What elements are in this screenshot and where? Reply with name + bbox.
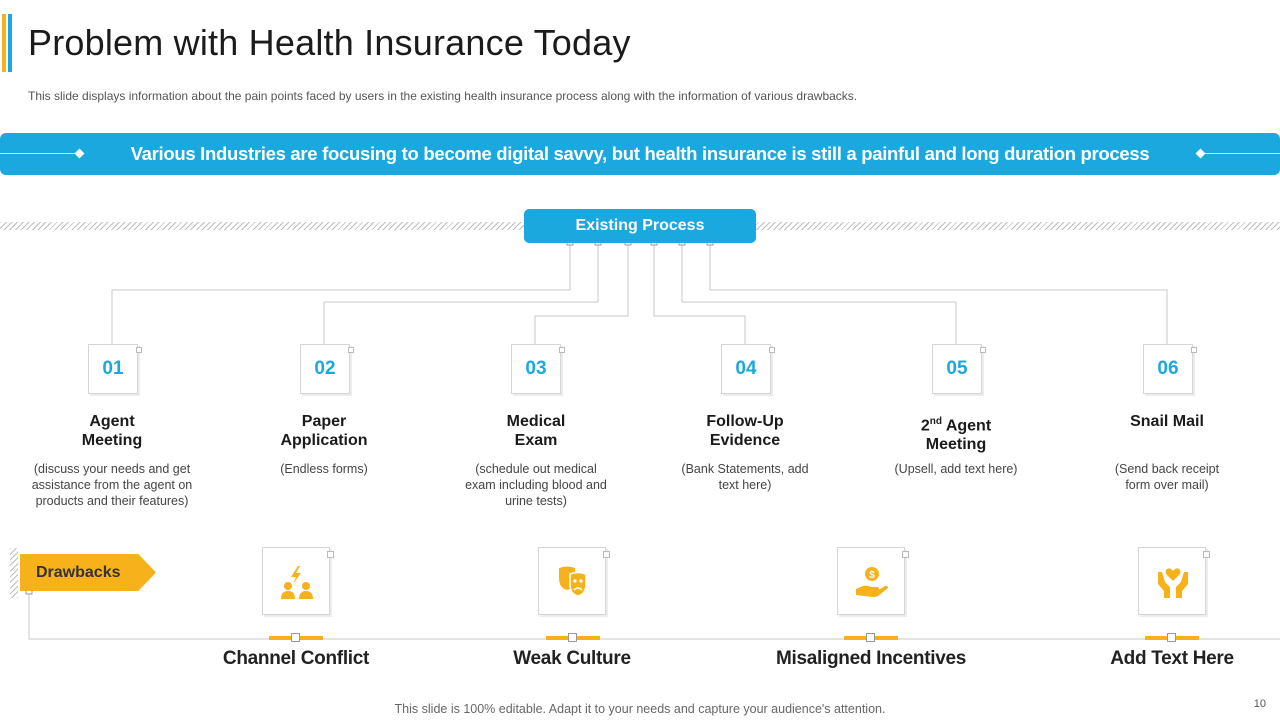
- step-description: (Bank Statements, add text here): [681, 462, 809, 492]
- drawbacks-hatch: [10, 548, 18, 598]
- box-corner: [1191, 347, 1197, 353]
- box-corner: [1203, 551, 1210, 558]
- page-subtitle: This slide displays information about th…: [28, 89, 858, 103]
- title-accent-yellow: [2, 14, 6, 72]
- drawback-label: Misaligned Incentives: [775, 648, 967, 669]
- drawback-icon-box: [538, 547, 610, 615]
- drawback-label: Channel Conflict: [222, 648, 370, 669]
- banner-right-line: [1200, 153, 1280, 154]
- step-title-line2: Meeting: [81, 432, 143, 449]
- box-corner: [327, 551, 334, 558]
- conflict-people-icon: [281, 566, 313, 599]
- drawback-label: Weak Culture: [513, 648, 631, 669]
- step-number: 05: [946, 358, 968, 379]
- step-number-box: 05: [932, 344, 986, 394]
- hands-heart-icon: [1158, 568, 1188, 598]
- step-title-line2: Application: [280, 432, 368, 449]
- step-description: (Endless forms): [280, 462, 368, 476]
- step-number: 06: [1157, 358, 1179, 379]
- step-title-line2: Exam: [514, 432, 558, 449]
- step-number: 04: [735, 358, 757, 379]
- headline-banner: Various Industries are focusing to becom…: [0, 133, 1280, 175]
- drawback-node: [866, 633, 875, 642]
- step-title-line1: Agent: [89, 413, 135, 430]
- step-number-box: 06: [1143, 344, 1197, 394]
- box-corner: [769, 347, 775, 353]
- drawbacks-tag: Drawbacks: [20, 554, 156, 591]
- title-accent-blue: [8, 14, 12, 72]
- page-number: 10: [1253, 698, 1266, 710]
- step-title-sup: nd: [929, 416, 942, 427]
- box-corner: [136, 347, 142, 353]
- step-description: (schedule out medical exam including blo…: [465, 462, 607, 508]
- step-title-line2: Evidence: [709, 432, 781, 449]
- step-description: (Send back receipt form over mail): [1114, 462, 1220, 492]
- footer-note: This slide is 100% editable. Adapt it to…: [394, 702, 886, 716]
- step-number: 03: [525, 358, 547, 379]
- drawback-node: [1167, 633, 1176, 642]
- step-number-box: 03: [511, 344, 565, 394]
- step-title-line2: Meeting: [925, 436, 987, 454]
- step-title-line1: Paper: [301, 413, 347, 430]
- step-number: 01: [102, 358, 124, 379]
- step-title-line1: Follow-Up: [706, 413, 784, 430]
- drawback-icon-box: $: [837, 547, 909, 615]
- theater-masks-icon: [559, 566, 587, 597]
- box-corner: [603, 551, 610, 558]
- hand-coin-icon: $: [856, 567, 888, 597]
- step-number-box: 04: [721, 344, 775, 394]
- banner-left-line: [0, 153, 82, 154]
- step-title-line1: 2: [920, 417, 930, 435]
- step-description: (discuss your needs and get assistance f…: [31, 462, 193, 508]
- box-corner: [559, 347, 565, 353]
- box-corner: [902, 551, 909, 558]
- drawback-label: Add Text Here: [1110, 648, 1234, 669]
- step-number-box: 01: [88, 344, 142, 394]
- box-corner: [348, 347, 354, 353]
- step-title: Snail Mail: [1077, 412, 1257, 431]
- step-title-line1: Snail Mail: [1130, 413, 1204, 430]
- box-corner: [980, 347, 986, 353]
- step-title-line1: Medical: [506, 413, 566, 430]
- existing-process-box: Existing Process: [524, 209, 756, 243]
- step-description: (Upsell, add text here): [894, 462, 1018, 476]
- step-number-box: 02: [300, 344, 354, 394]
- drawback-icon-box: [262, 547, 334, 615]
- step-title-rest: Agent: [941, 417, 992, 435]
- page-title: Problem with Health Insurance Today: [28, 22, 631, 63]
- drawback-node: [291, 633, 300, 642]
- banner-text: Various Industries are focusing to becom…: [130, 143, 1150, 164]
- drawback-icon-box: [1138, 547, 1210, 615]
- svg-text:$: $: [869, 570, 875, 581]
- drawback-node: [568, 633, 577, 642]
- step-number: 02: [314, 358, 336, 379]
